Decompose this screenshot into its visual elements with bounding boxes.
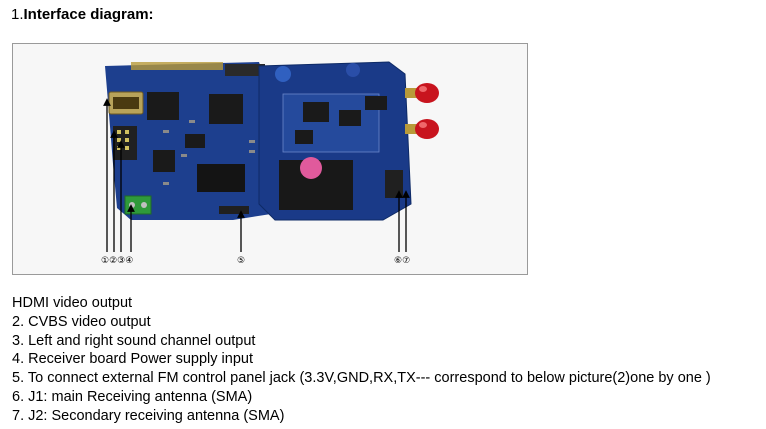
description-hdmi: HDMI video output [12,294,711,313]
description-j1-antenna: 6. J1: main Receiving antenna (SMA) [12,388,711,407]
description-power: 4. Receiver board Power supply input [12,350,711,369]
fm-control-jack [219,206,249,214]
marker-6-7: ⑥⑦ [394,256,410,266]
description-j2-antenna: 7. J2: Secondary receiving antenna (SMA) [12,407,711,426]
description-fm-jack: 5. To connect external FM control panel … [12,369,711,388]
board-illustration: ①②③④ ⑤ ⑥⑦ [13,44,527,274]
section-title: Interface diagram: [24,6,154,23]
interface-description-list: HDMI video output 2. CVBS video output 3… [12,294,711,426]
power-terminal [125,196,151,214]
sma-antenna-j2 [405,119,439,139]
sma-antenna-j1 [405,83,439,103]
marker-1-4: ①②③④ [101,256,133,266]
section-heading: 1.Interface diagram: [11,6,154,23]
marker-5: ⑤ [237,256,245,266]
description-audio: 3. Left and right sound channel output [12,332,711,351]
section-number: 1. [11,6,24,23]
main-board [105,62,271,220]
interface-diagram-figure: ①②③④ ⑤ ⑥⑦ [12,43,528,275]
description-cvbs: 2. CVBS video output [12,313,711,332]
pink-label [300,157,322,179]
receiver-board [259,62,411,220]
